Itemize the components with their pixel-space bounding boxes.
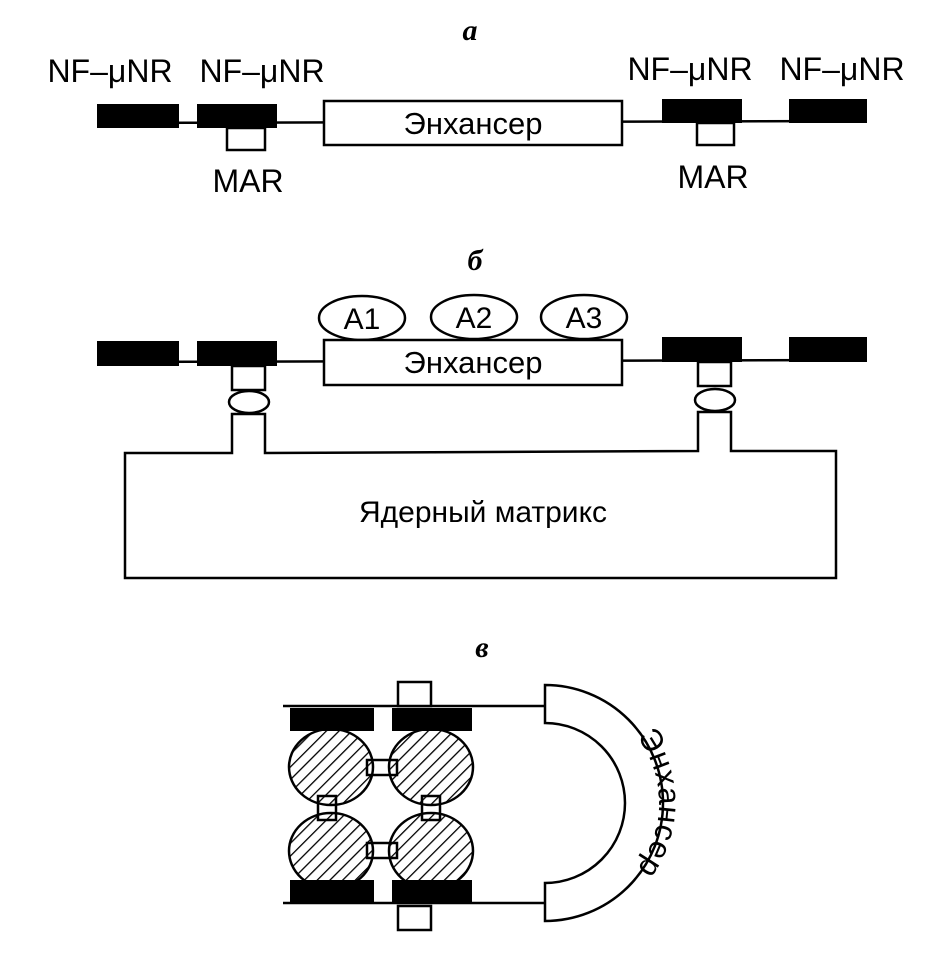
- mar-box-right-b: [696, 360, 733, 388]
- panel-a-letter: а: [463, 14, 478, 47]
- binding-site-b2: [197, 341, 277, 366]
- enhancer-box-b: [322, 338, 624, 387]
- site-label-nf4: NF–μNR: [779, 51, 904, 87]
- mar-box-bottom-c: [396, 904, 433, 932]
- protein-hatched-top-left: [287, 727, 375, 807]
- mar-connector-left: [227, 389, 271, 415]
- site-label-nf3: NF–μNR: [627, 51, 752, 87]
- enhancer-box-a: [322, 99, 624, 147]
- panel-c-letter: в: [475, 631, 488, 664]
- binding-site-b4: [789, 337, 867, 362]
- binding-site-a4: [789, 99, 867, 123]
- binding-site-a3: [662, 99, 742, 123]
- protein-hatched-bottom-left: [287, 811, 375, 891]
- enhancer-arc: [543, 683, 665, 923]
- site-label-nf2: NF–μNR: [199, 53, 324, 89]
- activator-a2-label: A2: [456, 302, 493, 335]
- activator-a1-label: A1: [344, 303, 381, 336]
- mar-label-right: MAR: [677, 159, 748, 195]
- binding-site-b1: [97, 341, 179, 366]
- binding-site-a2: [197, 104, 277, 128]
- mar-box-right-a: [695, 121, 736, 147]
- enhancer-label-a: Энхансер: [404, 106, 543, 141]
- binding-site-c2: [392, 708, 472, 731]
- enhancer-label-b: Энхансер: [404, 345, 543, 380]
- mar-box-top-c: [396, 680, 433, 708]
- mar-box-left-b: [230, 364, 267, 392]
- activator-a3-label: A3: [566, 302, 603, 335]
- mar-label-left: MAR: [212, 163, 283, 199]
- mar-connector-right: [693, 387, 737, 413]
- nuclear-matrix: [123, 410, 838, 580]
- site-label-nf1: NF–μNR: [47, 53, 172, 89]
- protein-hatched-bottom-right: [387, 811, 475, 891]
- mar-box-left-a: [225, 126, 267, 152]
- binding-site-b3: [662, 337, 742, 362]
- panel-b-letter: б: [468, 244, 484, 277]
- protein-hatched-top-right: [387, 727, 475, 807]
- nuclear-matrix-label: Ядерный матрикс: [359, 496, 607, 529]
- binding-site-a1: [97, 104, 179, 128]
- binding-site-c1: [290, 708, 374, 731]
